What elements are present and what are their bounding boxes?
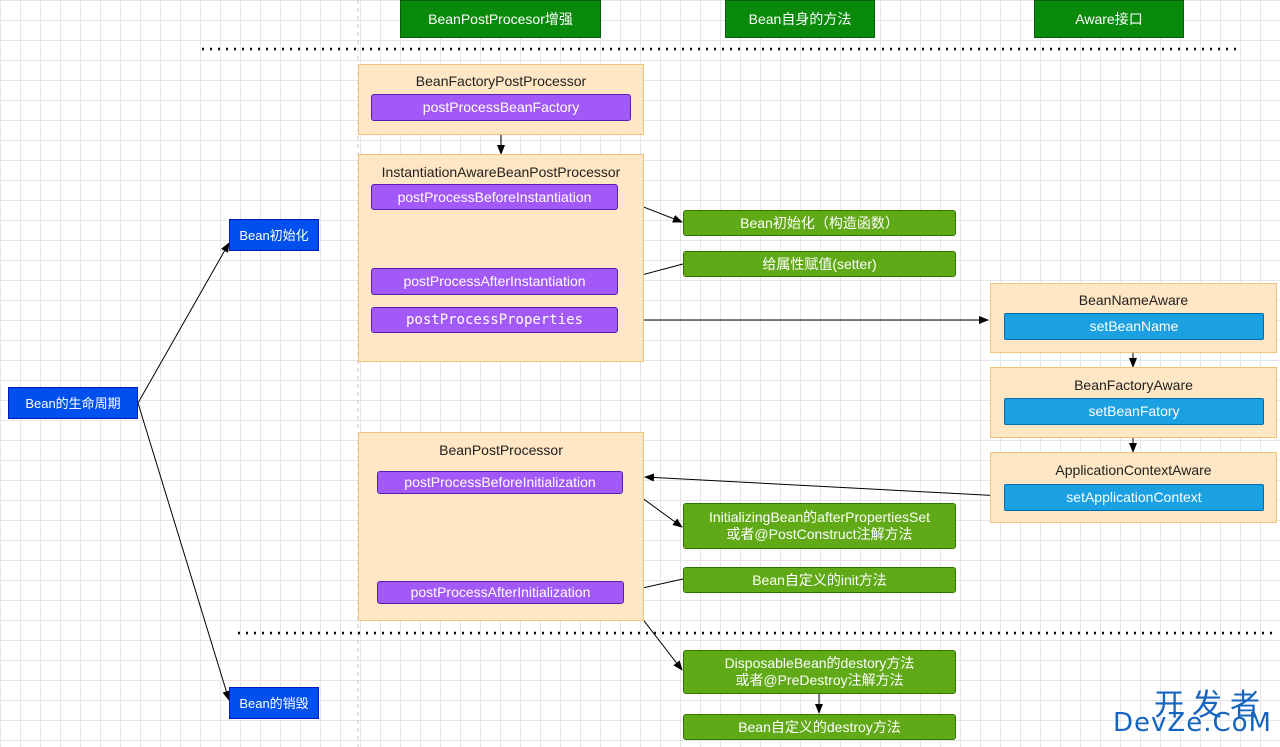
instantiation-aware-title: InstantiationAwareBeanPostProcessor (381, 164, 621, 180)
lifecycle-destroy-node: Bean的销毁 (229, 687, 319, 719)
set-application-context-method: setApplicationContext (1004, 484, 1264, 511)
disposable-bean-node: DisposableBean的destory方法 或者@PreDestroy注解… (683, 650, 956, 694)
post-process-after-initialization-method: postProcessAfterInitialization (377, 581, 624, 604)
arrow-root-to-init (137, 242, 230, 404)
application-context-aware-title: ApplicationContextAware (1055, 462, 1212, 478)
watermark-cn: 开发者 (1154, 689, 1268, 722)
init-method-node: Bean自定义的init方法 (683, 567, 956, 593)
post-process-after-instantiation-method: postProcessAfterInstantiation (371, 268, 618, 295)
set-bean-factory-method: setBeanFatory (1004, 398, 1264, 425)
arrow-root-to-destroy (137, 402, 231, 701)
header-bean-post-processor: BeanPostProcesor增强 (400, 0, 601, 38)
lifecycle-root-node: Bean的生命周期 (8, 387, 138, 419)
post-process-bean-factory-method: postProcessBeanFactory (371, 94, 631, 121)
bean-constructor-node: Bean初始化（构造函数） (683, 210, 956, 236)
post-process-before-initialization-method: postProcessBeforeInitialization (377, 471, 623, 494)
bean-post-processor-title: BeanPostProcessor (439, 442, 563, 458)
bean-setter-node: 给属性赋值(setter) (683, 251, 956, 277)
lifecycle-init-node: Bean初始化 (229, 219, 319, 251)
after-properties-set-node: InitializingBean的afterPropertiesSet 或者@P… (683, 503, 956, 549)
post-process-before-instantiation-method: postProcessBeforeInstantiation (371, 184, 618, 210)
destroy-method-node: Bean自定义的destroy方法 (683, 714, 956, 740)
header-aware-interfaces: Aware接口 (1034, 0, 1184, 38)
post-process-properties-method: postProcessProperties (371, 307, 618, 333)
bean-factory-aware-title: BeanFactoryAware (1074, 377, 1193, 393)
header-bean-own-methods: Bean自身的方法 (725, 0, 875, 38)
arrow-appcontext-to-before-init (644, 473, 1004, 497)
bean-factory-post-processor-title: BeanFactoryPostProcessor (415, 73, 587, 89)
set-bean-name-method: setBeanName (1004, 313, 1264, 340)
watermark-en: DevZe.CoM (1113, 708, 1272, 738)
bean-name-aware-title: BeanNameAware (1078, 292, 1189, 308)
